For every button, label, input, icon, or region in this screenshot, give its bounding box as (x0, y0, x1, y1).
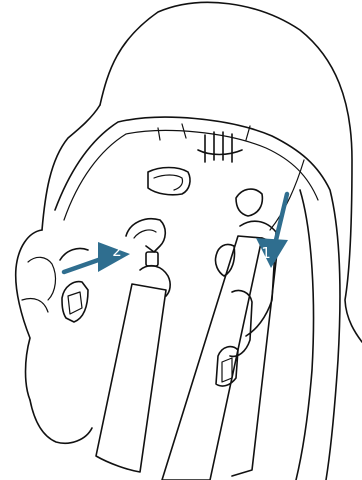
callout-label-2: 2 (112, 242, 122, 260)
left-side-wing (16, 230, 92, 443)
buckle-clip (146, 252, 158, 266)
callout-label-1: 1 (261, 244, 271, 262)
right-side-edge (296, 190, 314, 480)
top-slots (148, 124, 250, 195)
